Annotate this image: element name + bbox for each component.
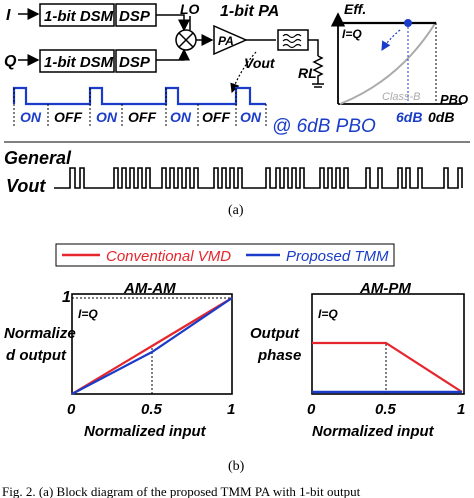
resistor-icon [312, 55, 324, 84]
dsp-block-q [115, 49, 157, 73]
tick-0db: 0dB [428, 109, 454, 125]
ampm-ylabel-1: Output [250, 325, 300, 342]
ampm-xtick-05: 0.5 [375, 401, 397, 418]
dsm-block-i [39, 3, 115, 27]
amam-xlabel: Normalized input [84, 423, 207, 440]
input-q-label: Q [4, 53, 17, 70]
pa-title: 1-bit PA [220, 3, 279, 20]
dsp-label-i: DSP [119, 8, 151, 25]
ampm-xlabel: Normalized input [312, 423, 435, 440]
legend-label-vmd: Conventional VMD [106, 248, 231, 265]
amam-ylabel-1: Normalize [4, 325, 76, 342]
amam-xtick-0: 0 [67, 401, 76, 418]
mixer-icon [175, 29, 197, 51]
amam-series-tmm [71, 297, 233, 395]
dsp-label-q: DSP [119, 54, 151, 71]
efficiency-plot: Eff. I=Q Class-B PBO 6dB 0dB [330, 1, 468, 125]
amam-series-vmd [71, 297, 233, 395]
pulse-label-5: ON [170, 109, 192, 125]
filter-icon [277, 29, 309, 51]
amam-xtick-1: 1 [227, 401, 235, 418]
dsm-label-i: 1-bit DSM [44, 8, 114, 25]
caption-a: (a) [228, 203, 244, 218]
eff-operating-point [404, 19, 412, 27]
caption-b: (b) [228, 459, 245, 474]
eff-axis-label: Eff. [344, 1, 366, 17]
pbo-caption: @ 6dB PBO [272, 116, 376, 137]
pbo-axis-label: PBO [440, 92, 468, 107]
ampm-title: AM-PM [359, 280, 411, 297]
amam-iq-label: I=Q [78, 307, 98, 321]
amam-xtick-05: 0.5 [141, 401, 163, 418]
pulse-label-4: OFF [128, 109, 156, 125]
eff-iq-label: I=Q [342, 27, 362, 41]
pulse-label-2: OFF [54, 109, 82, 125]
amam-ylabel-2: d output [6, 347, 67, 364]
amam-y-top: 1 [62, 289, 71, 306]
dsm-block-q [39, 49, 115, 73]
pulse-label-3: ON [96, 109, 118, 125]
amam-title: AM-AM [123, 280, 176, 297]
figure-caption: Fig. 2. (a) Block diagram of the propose… [2, 484, 361, 498]
ampm-xtick-0: 0 [307, 401, 316, 418]
pa-triangle [213, 24, 248, 56]
legend-box [55, 243, 395, 267]
pulse-waveform [12, 86, 267, 128]
general-label: General [4, 148, 72, 168]
pulse-label-6: OFF [202, 109, 230, 125]
pulse-label-1: ON [20, 109, 42, 125]
general-waveform [54, 167, 463, 189]
pa-box-label: PA [218, 34, 234, 48]
vout-label: Vout [244, 55, 276, 71]
ampm-ylabel-2: phase [257, 347, 301, 364]
legend-label-tmm: Proposed TMM [286, 248, 389, 265]
classb-label: Class-B [382, 91, 421, 103]
dsm-label-q: 1-bit DSM [44, 54, 114, 71]
lo-label: LO [180, 1, 200, 17]
amam-plot: AM-AM 1 I=Q Normalize d output 0 0.5 1 N… [4, 280, 235, 440]
pulse-label-7: ON [240, 109, 262, 125]
load-label: RL [298, 65, 317, 81]
input-i-label: I [6, 7, 11, 24]
ampm-plot: AM-PM I=Q Output phase 0 0.5 1 Normalize… [250, 280, 465, 440]
ampm-series-vmd [312, 341, 463, 393]
ampm-iq-label: I=Q [318, 307, 338, 321]
tick-6db: 6dB [396, 109, 422, 125]
general-vout-label: Vout [6, 176, 46, 196]
ampm-xtick-1: 1 [457, 401, 465, 418]
